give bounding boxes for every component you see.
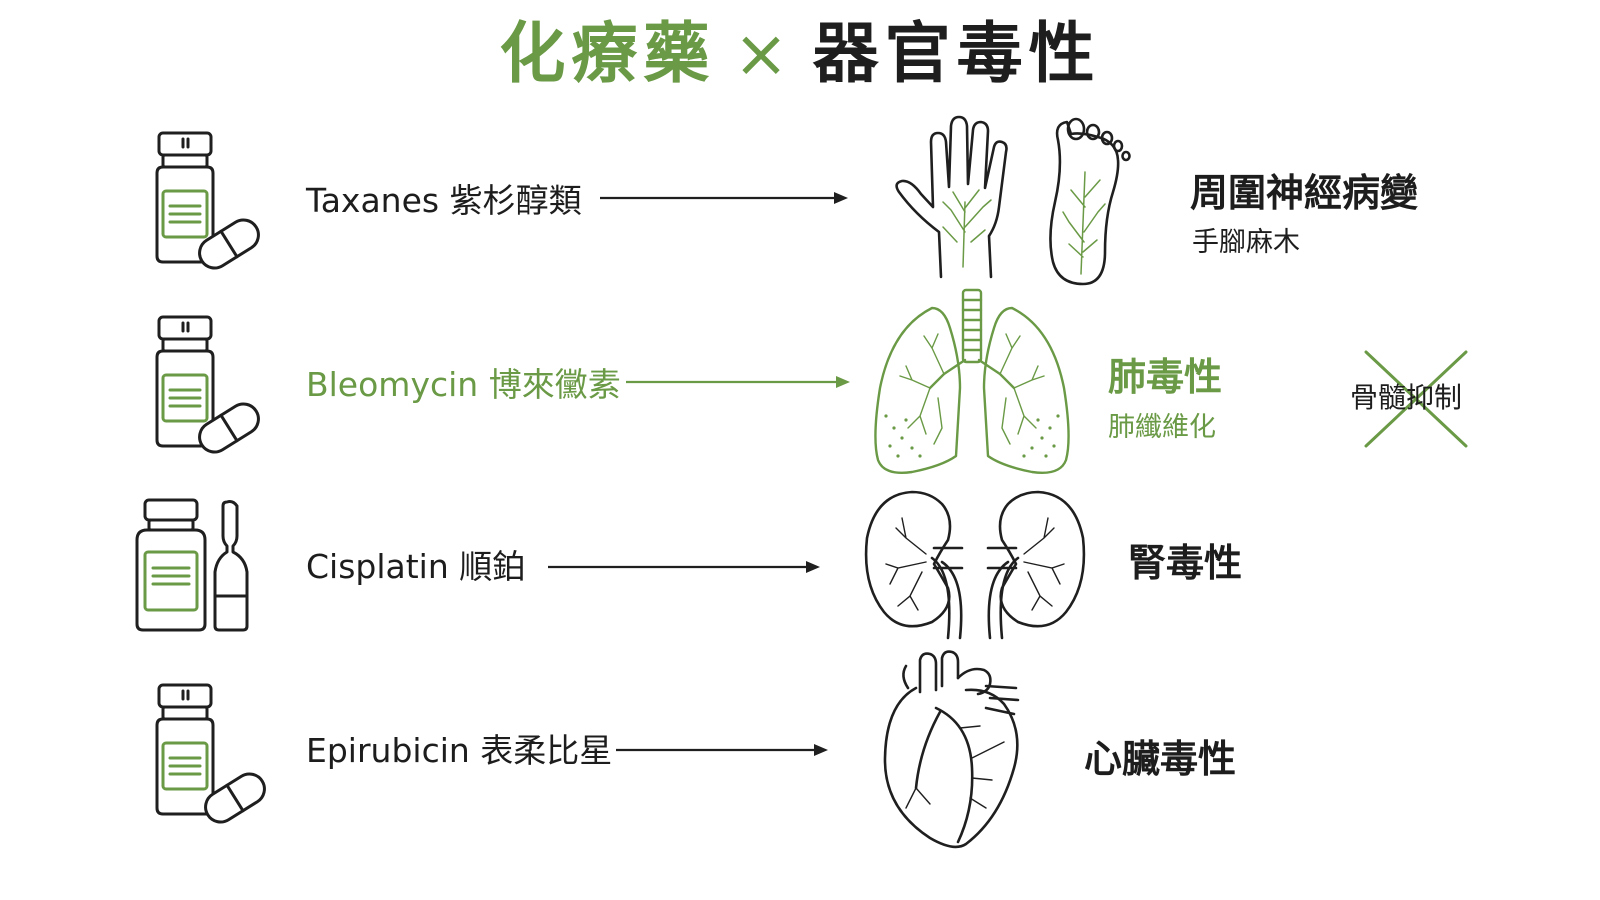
page-title: 化療藥×器官毒性 (0, 14, 1600, 93)
title-drugs: 化療藥 (499, 15, 716, 92)
drug-vial-pill-icon (155, 683, 266, 824)
title-separator: × (733, 15, 795, 92)
toxicity-cardiac: 心臟毒性 (1084, 737, 1237, 781)
arrow-right-icon (616, 744, 828, 756)
arrow-right-icon (626, 376, 850, 388)
toxicity-pulmonary: 肺毒性 (1108, 355, 1223, 399)
drug-label-cisplatin: Cisplatin 順鉑 (306, 547, 526, 586)
toxicity-renal: 腎毒性 (1128, 541, 1243, 585)
drug-vial-pill-icon (155, 131, 260, 270)
x-cross-icon (1364, 350, 1468, 448)
arrow-right-icon (600, 192, 848, 204)
hand-foot-nerves-icon (895, 115, 1131, 286)
drug-label-taxanes: Taxanes 紫杉醇類 (306, 181, 582, 220)
kidneys-icon (864, 490, 1086, 640)
drug-label-epirubicin: Epirubicin 表柔比星 (306, 731, 613, 770)
arrow-right-icon (548, 561, 820, 573)
toxicity-detail-pulmonary-fibrosis: 肺纖維化 (1108, 412, 1216, 443)
drug-vial-ampoule-icon (135, 498, 249, 632)
drug-vial-pill-icon (155, 315, 260, 454)
toxicity-detail-numbness: 手腳麻木 (1192, 227, 1300, 258)
toxicity-peripheral-neuropathy: 周圍神經病變 (1190, 171, 1419, 215)
title-toxicity: 器官毒性 (812, 15, 1101, 92)
drug-label-bleomycin: Bleomycin 博來黴素 (306, 365, 621, 404)
lungs-icon (874, 288, 1070, 474)
heart-icon (883, 650, 1020, 849)
crossed-out-marrow-suppression: 骨髓抑制 (1350, 381, 1463, 414)
